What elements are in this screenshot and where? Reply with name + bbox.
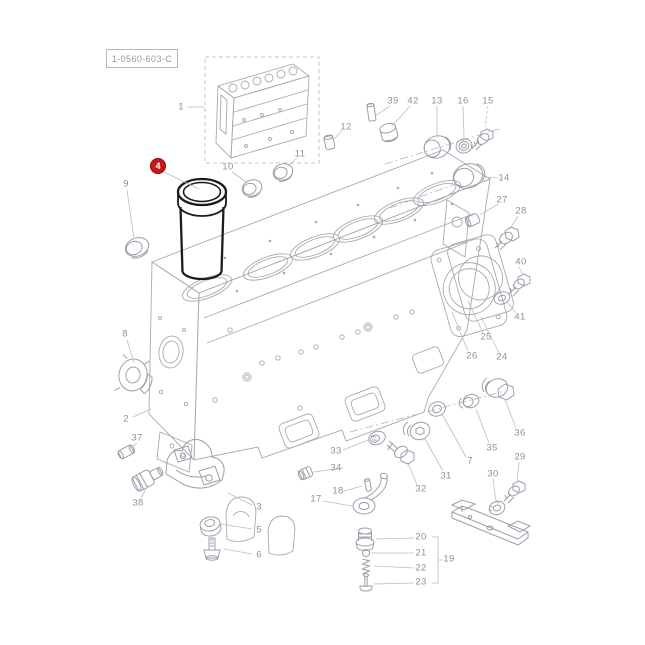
part-40-bolt: [508, 273, 531, 297]
part-21-ball: [362, 549, 370, 557]
callout-38[interactable]: 38: [132, 497, 144, 509]
part-15-bolt: [470, 128, 494, 151]
part-5-washer: [199, 516, 222, 537]
callout-4-highlighted[interactable]: 4: [150, 158, 166, 174]
part-11-cup-plug: [272, 163, 294, 182]
rear-plate-and-gasket-drawing: [430, 234, 514, 338]
part-41-washer: [493, 291, 511, 305]
callout-31[interactable]: 31: [440, 470, 452, 482]
part-35-plug: [458, 393, 480, 409]
part-37-pin: [117, 444, 135, 460]
part-42-cup-plug: [379, 122, 399, 143]
callout-3[interactable]: 3: [256, 501, 262, 513]
part-36-hex-plug: [481, 377, 515, 401]
part-33-washer: [368, 430, 386, 446]
callout-10[interactable]: 10: [222, 161, 234, 173]
part-13-bushing: [423, 135, 452, 159]
part-38-plug: [131, 466, 164, 492]
callout-16[interactable]: 16: [457, 95, 469, 107]
part-34-plug: [297, 466, 314, 481]
part-20-valve-body: [355, 527, 375, 551]
figure-code-box: 1-0560-603-C: [106, 49, 178, 68]
part-7-bushing: [428, 401, 446, 417]
callout-11[interactable]: 11: [294, 148, 306, 160]
callout-15[interactable]: 15: [482, 95, 494, 107]
callout-2[interactable]: 2: [123, 413, 129, 425]
part-16-washer: [455, 138, 473, 154]
short-block-assembly-drawing: [215, 63, 310, 160]
part-28-fitting: [494, 226, 520, 251]
callout-7[interactable]: 7: [467, 455, 473, 467]
part-30-washer: [488, 500, 506, 516]
part-29-bolt: [503, 480, 526, 504]
callout-39[interactable]: 39: [387, 95, 399, 107]
callout-13[interactable]: 13: [431, 95, 443, 107]
callout-1[interactable]: 1: [178, 101, 184, 113]
part-8-housing: [114, 354, 153, 395]
part-39-dowel-pin: [366, 102, 377, 122]
part-18-pin: [364, 478, 372, 492]
callout-32[interactable]: 32: [415, 483, 427, 495]
callout-20[interactable]: 20: [415, 531, 427, 543]
part-27-plug: [464, 213, 481, 228]
callout-42[interactable]: 42: [407, 95, 419, 107]
callout-9[interactable]: 9: [123, 178, 129, 190]
callout-8[interactable]: 8: [122, 328, 128, 340]
part-14-cup-plug: [452, 163, 486, 189]
callout-5[interactable]: 5: [256, 524, 262, 536]
reference-box: [204, 56, 320, 164]
part-mounting-bar: [450, 499, 532, 546]
callout-34[interactable]: 34: [330, 462, 342, 474]
part-9-cup-plug: [124, 237, 150, 259]
callout-22[interactable]: 22: [415, 562, 427, 574]
leader-lines: [126, 105, 524, 585]
part-23-stem: [359, 573, 373, 592]
callout-17[interactable]: 17: [310, 493, 322, 505]
callout-21[interactable]: 21: [415, 547, 427, 559]
callout-37[interactable]: 37: [131, 432, 143, 444]
callout-41[interactable]: 41: [514, 311, 526, 323]
callout-33[interactable]: 33: [330, 445, 342, 457]
part-10-cup-plug: [241, 179, 263, 198]
callout-19[interactable]: 19: [443, 553, 455, 565]
callout-25[interactable]: 25: [480, 331, 492, 343]
part-22-spring: [361, 558, 371, 575]
callout-18[interactable]: 18: [332, 485, 344, 497]
callout-26[interactable]: 26: [466, 350, 478, 362]
callout-40[interactable]: 40: [515, 256, 527, 268]
part-17-oil-jet: [352, 472, 388, 515]
part-3-mount-bracket: [165, 438, 225, 489]
part-12-plug: [323, 134, 336, 151]
small-parts-drawings: [114, 102, 532, 592]
callout-23[interactable]: 23: [415, 576, 427, 588]
callout-29[interactable]: 29: [514, 451, 526, 463]
callout-35[interactable]: 35: [486, 442, 498, 454]
callout-12[interactable]: 12: [340, 121, 352, 133]
part-6-bolt: [203, 537, 221, 561]
callout-14[interactable]: 14: [498, 172, 510, 184]
callout-28[interactable]: 28: [515, 205, 527, 217]
engine-block-drawing: [148, 149, 492, 556]
callout-30[interactable]: 30: [487, 468, 499, 480]
part-32-bolt: [386, 440, 415, 465]
callout-24[interactable]: 24: [496, 351, 508, 363]
callout-6[interactable]: 6: [256, 549, 262, 561]
callout-36[interactable]: 36: [514, 427, 526, 439]
part-4-cylinder-liner-highlighted[interactable]: [176, 177, 228, 281]
callout-27[interactable]: 27: [496, 194, 508, 206]
part-31-socket-plug: [402, 421, 431, 441]
